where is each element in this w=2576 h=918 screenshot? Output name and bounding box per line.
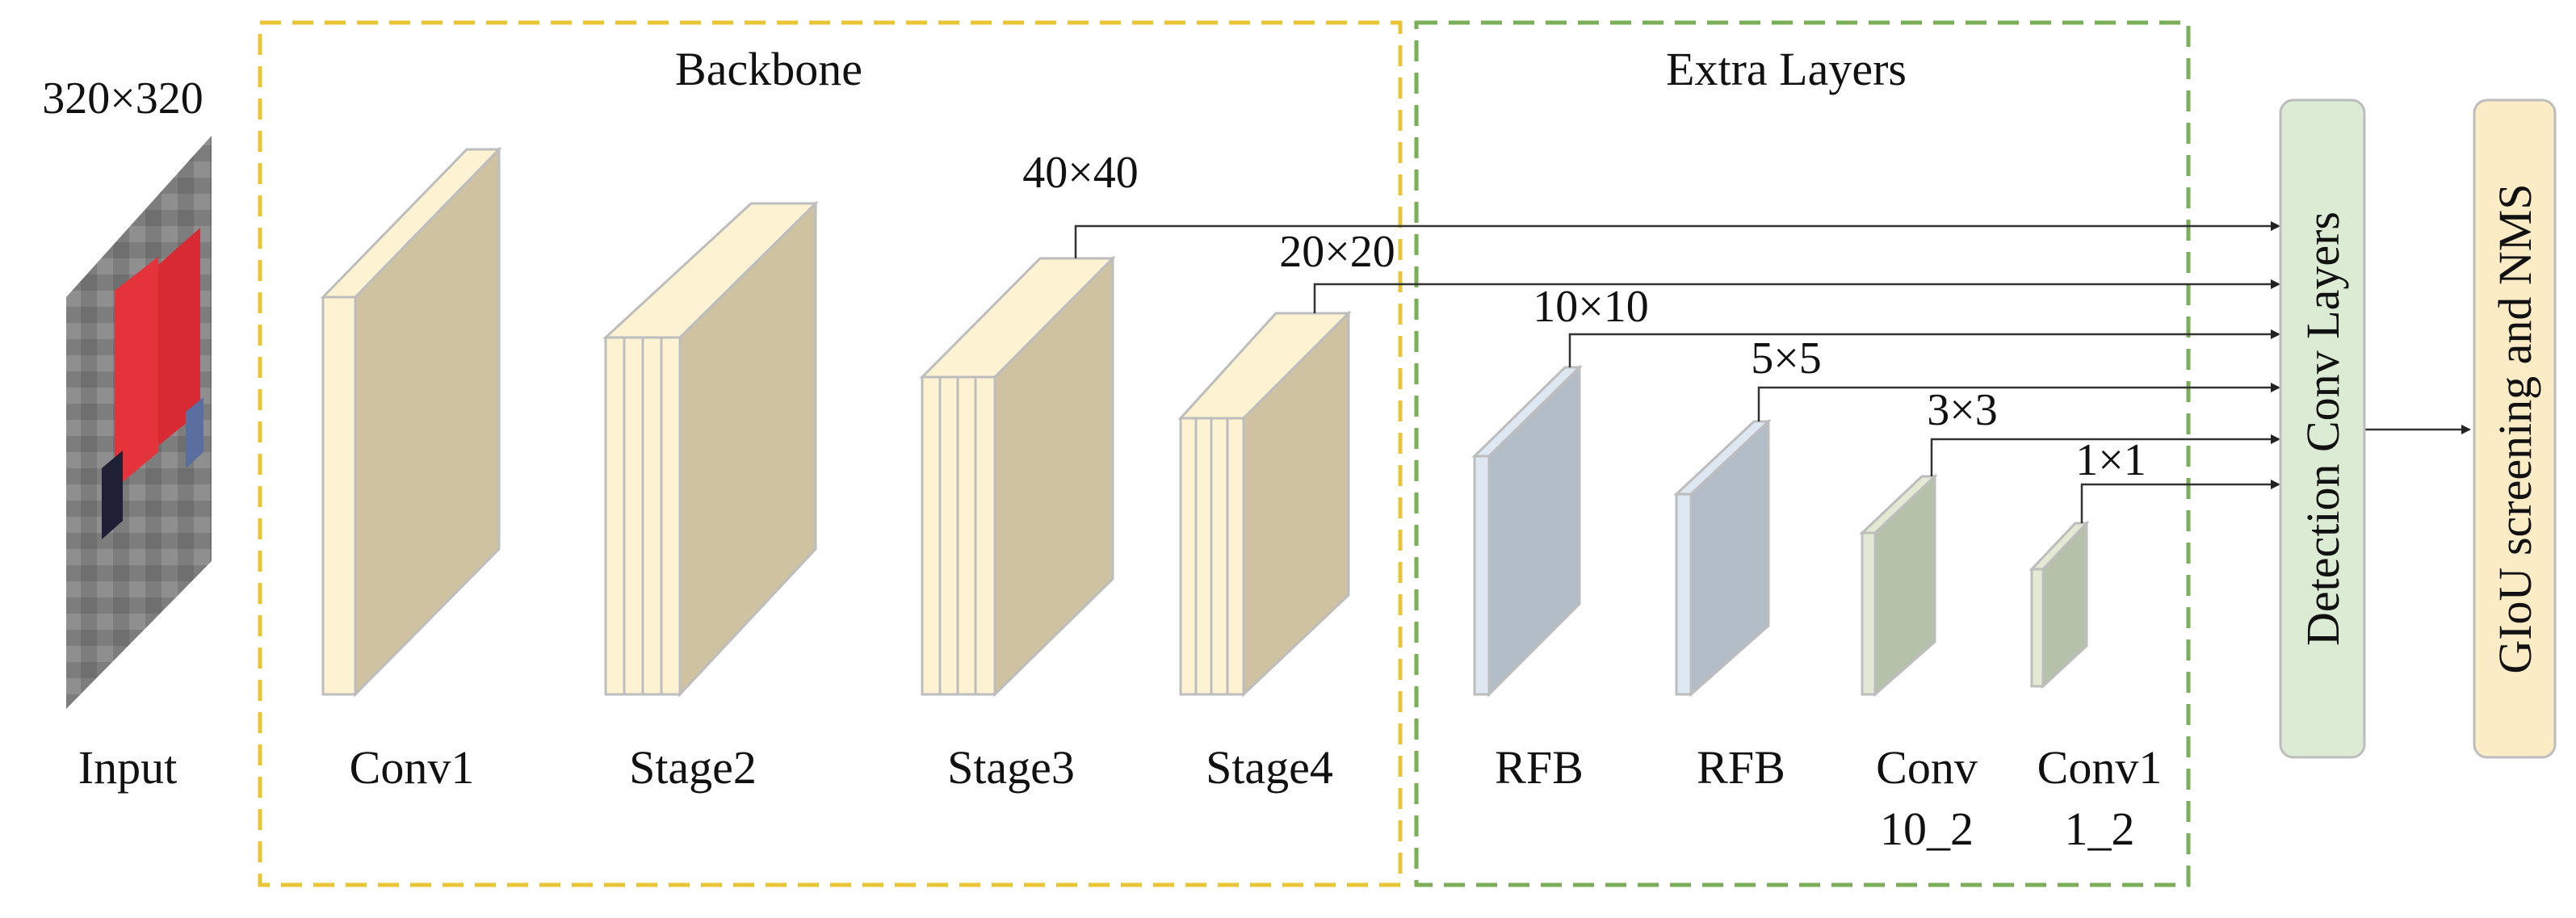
connector-40x40 [1074, 221, 2280, 258]
connector-10x10 [1568, 329, 2280, 367]
input-size-label: 320×320 [42, 73, 203, 124]
stage2-block [602, 200, 819, 698]
extra-layers-box [1414, 20, 2191, 887]
feature-size-3: 3×3 [1927, 385, 1998, 435]
conv11-2-label-line1: Conv1 [2037, 741, 2163, 794]
stage3-label: Stage3 [947, 741, 1075, 794]
backbone-box [258, 20, 1403, 887]
detection-conv-label: Detection Conv Layers [2297, 212, 2349, 646]
rfb-label-1: RFB [1495, 741, 1584, 794]
conv1-label: Conv1 [350, 741, 475, 794]
input-image [66, 136, 212, 709]
input-label: Input [78, 741, 177, 794]
stage4-block [1177, 310, 1352, 698]
rfb-block-2 [1673, 418, 1772, 698]
conv1-block [320, 146, 502, 698]
conv10-2-label-line1: Conv [1876, 741, 1978, 794]
feature-size-20: 20×20 [1279, 227, 1395, 277]
feature-size-40: 40×40 [1022, 148, 1139, 198]
stage3-block [919, 255, 1116, 698]
feature-size-1: 1×1 [2075, 435, 2146, 485]
rfb-block-1 [1471, 364, 1583, 698]
stage4-label: Stage4 [1206, 741, 1333, 794]
postprocess-box [2473, 99, 2557, 759]
conv11-2-block [2028, 520, 2090, 690]
connector-1x1 [2080, 480, 2280, 523]
conv11-2-label-line2: 1_2 [2065, 803, 2135, 855]
extra-layers-title: Extra Layers [1666, 43, 1907, 95]
feature-size-5: 5×5 [1751, 333, 1822, 384]
feature-size-10: 10×10 [1533, 282, 1649, 332]
connector-20x20 [1313, 279, 2280, 313]
conv10-2-label-line2: 10_2 [1880, 803, 1974, 855]
stage2-label: Stage2 [629, 741, 757, 794]
conv10-2-block [1859, 473, 1938, 698]
detection-conv-box [2279, 99, 2366, 759]
connector-3x3 [1930, 434, 2280, 476]
connector-5x5 [1757, 383, 2280, 421]
postprocess-label: GIoU screening and NMS [2489, 183, 2541, 673]
rfb-label-2: RFB [1697, 741, 1785, 794]
backbone-title: Backbone [675, 43, 862, 95]
